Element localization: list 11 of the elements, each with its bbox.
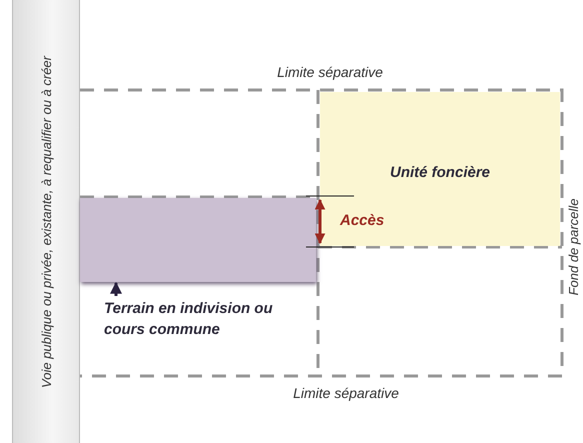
shared-land-strip (80, 198, 316, 282)
road-band (12, 0, 80, 443)
access-label: Accès (340, 212, 384, 229)
land-parcel-area (320, 92, 560, 246)
boundary-label: Fond de parcelle (566, 198, 581, 296)
boundary-label: Limite séparative (292, 385, 400, 401)
area-label: Unité foncière (390, 164, 490, 181)
road-label: Voie publique ou privée, existante, à requalifier ou à créer (38, 56, 54, 388)
area-label: Terrain en indivision ou cours commune (104, 298, 276, 346)
boundary-label: Limite séparative (276, 64, 384, 80)
arrow (110, 282, 122, 296)
